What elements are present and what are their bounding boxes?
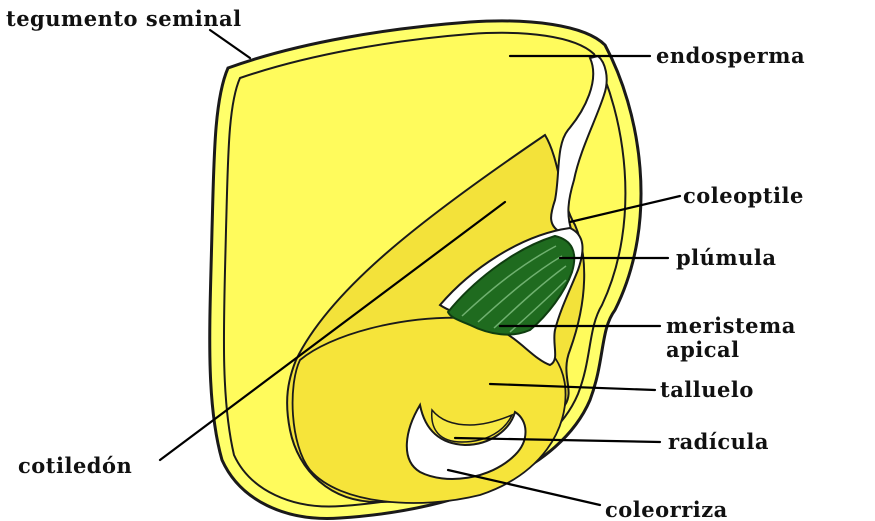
label-radicula: radícula	[668, 429, 769, 454]
label-coleoptile: coleoptile	[683, 183, 804, 208]
label-plumula: plúmula	[676, 245, 777, 270]
label-coleorriza: coleorriza	[605, 497, 728, 521]
label-talluelo: talluelo	[660, 377, 754, 402]
label-apical: apical	[666, 337, 740, 362]
label-endosperma: endosperma	[656, 43, 805, 68]
label-cotiledon: cotiledón	[18, 453, 132, 478]
label-tegumento-seminal: tegumento seminal	[6, 6, 242, 31]
label-meristema: meristema	[666, 313, 796, 338]
leader-tegumento	[210, 30, 250, 58]
